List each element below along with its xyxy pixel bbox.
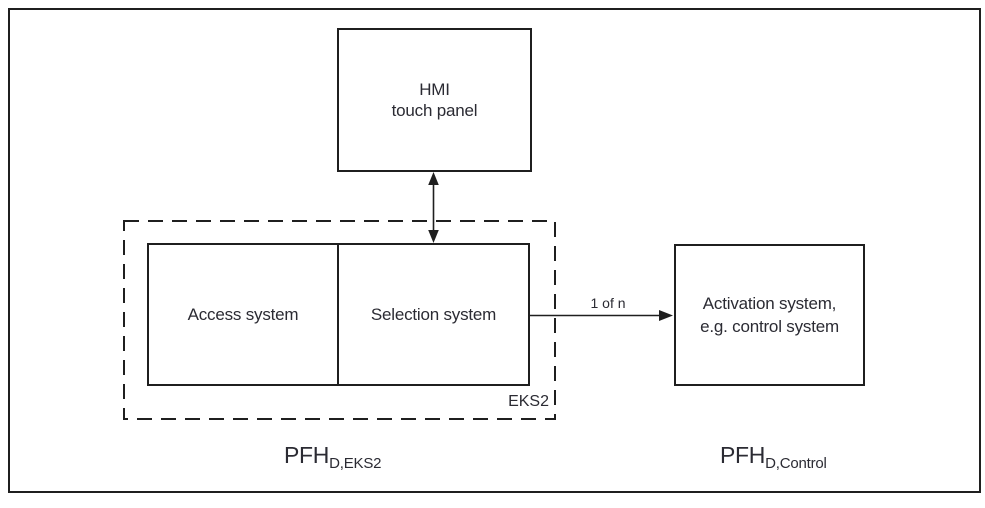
pfh-d-eks2-label: PFHD,EKS2 xyxy=(284,442,382,472)
activation-system-box: Activation system, e.g. control system xyxy=(674,244,865,386)
access-system-label: Access system xyxy=(187,304,299,324)
arrow-up-head-icon xyxy=(428,172,439,185)
access-system-box: Access system xyxy=(147,243,339,386)
activation-box-line2: e.g. control system xyxy=(700,317,839,336)
pfh-control-subscript: D,Control xyxy=(765,455,827,472)
pfh-control-base: PFH xyxy=(720,442,766,468)
selection-system-label: Selection system xyxy=(370,304,497,324)
arrow-down-head-icon xyxy=(428,230,439,243)
eks2-boundary-label: EKS2 xyxy=(508,393,549,410)
activation-box-line1: Activation system, xyxy=(702,294,837,313)
pfh-d-control-label: PFHD,Control xyxy=(720,442,827,472)
one-of-n-arrow-label: 1 of n xyxy=(590,295,626,311)
arrow-right-head-icon xyxy=(659,310,673,321)
pfh-eks2-base: PFH xyxy=(284,442,330,468)
pfh-eks2-subscript: D,EKS2 xyxy=(329,455,382,472)
eks2-dashed-boundary xyxy=(123,220,556,420)
hmi-touch-panel-box: HMI touch panel xyxy=(337,28,532,172)
selection-system-box: Selection system xyxy=(337,243,530,386)
hmi-box-line1: HMI xyxy=(419,80,450,99)
hmi-box-line2: touch panel xyxy=(391,101,478,120)
outer-frame xyxy=(8,8,981,493)
